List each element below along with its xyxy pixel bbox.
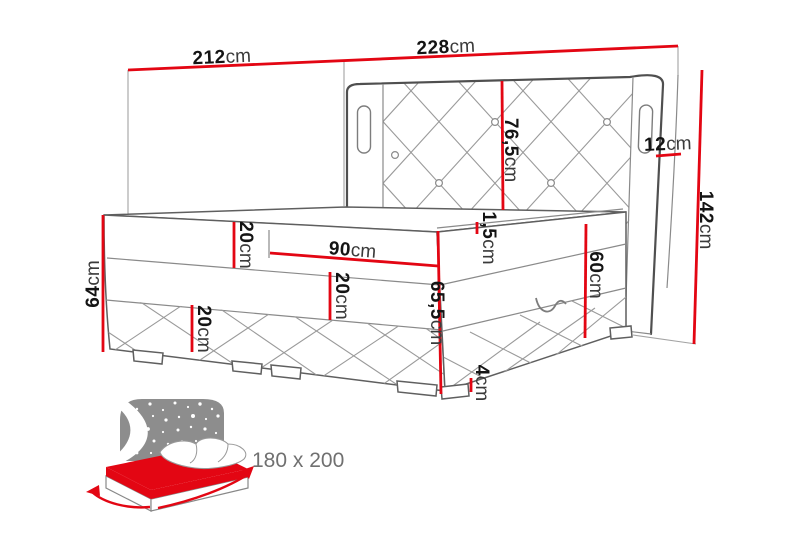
badge-size-label: 180 x 200 xyxy=(252,449,344,472)
badge-bed-icon xyxy=(86,437,254,512)
badge-duvet-folds xyxy=(189,443,229,464)
dim-label-4: 4cm xyxy=(471,365,492,401)
dim-label-64: 64cm xyxy=(83,260,104,307)
dim-label-20-base: 20cm xyxy=(193,305,214,352)
badge-duvet xyxy=(159,437,247,470)
dim-label-65-5: 65,5cm xyxy=(426,281,447,345)
dim-line-76-5 xyxy=(500,80,505,211)
bed-legs xyxy=(132,325,633,400)
badge-width-arrowhead xyxy=(86,485,100,496)
dim-label-212: 212cm xyxy=(192,46,251,70)
side-face xyxy=(436,211,627,393)
dim-label-20-mattress: 20cm xyxy=(235,221,256,268)
headboard-back-edge xyxy=(666,74,679,289)
dim-line-142 xyxy=(692,69,704,345)
side-frame-seam xyxy=(442,287,627,332)
dim-label-90: 90cm xyxy=(328,238,377,263)
dim-line-60 xyxy=(583,223,588,339)
dim-label-228: 228cm xyxy=(416,36,475,60)
tufting-buttons xyxy=(391,117,633,188)
headboard-fill xyxy=(347,75,664,334)
mattress-bottom-seam xyxy=(106,257,441,286)
frame-bottom-seam xyxy=(105,299,443,331)
dimension-lines xyxy=(101,44,704,395)
curtain-swoosh xyxy=(103,398,148,462)
bed-body xyxy=(103,206,633,400)
dimension-labels: 212cm 228cm 76,5cm 12cm 142cm 64cm 20cm … xyxy=(83,36,716,401)
right-wing-led-slot xyxy=(637,104,654,154)
dim-label-20-frame: 20cm xyxy=(331,272,352,319)
right-wing-inner-edge xyxy=(625,76,634,301)
badge-length-arrow xyxy=(157,472,251,510)
side-mattress-seam xyxy=(439,243,627,286)
dim-label-60: 60cm xyxy=(585,251,606,298)
dim-line-top xyxy=(127,44,679,72)
size-badge: 180 x 200 xyxy=(86,398,344,512)
dim-line-12 xyxy=(655,152,682,158)
dim-label-1-5: 1,5cm xyxy=(478,211,499,264)
headboard-outline xyxy=(345,74,665,336)
dim-label-142: 142cm xyxy=(695,191,716,250)
topper-seam xyxy=(436,208,624,229)
extension-lines xyxy=(127,46,697,345)
badge-length-arrowhead xyxy=(242,466,254,479)
dim-label-12: 12cm xyxy=(644,133,692,156)
side-handle xyxy=(535,297,567,313)
left-wing-led-slot xyxy=(356,105,372,154)
dim-label-76-5: 76,5cm xyxy=(500,118,521,182)
dim-line-90 xyxy=(269,251,439,268)
dim-line-65-5 xyxy=(436,230,443,395)
